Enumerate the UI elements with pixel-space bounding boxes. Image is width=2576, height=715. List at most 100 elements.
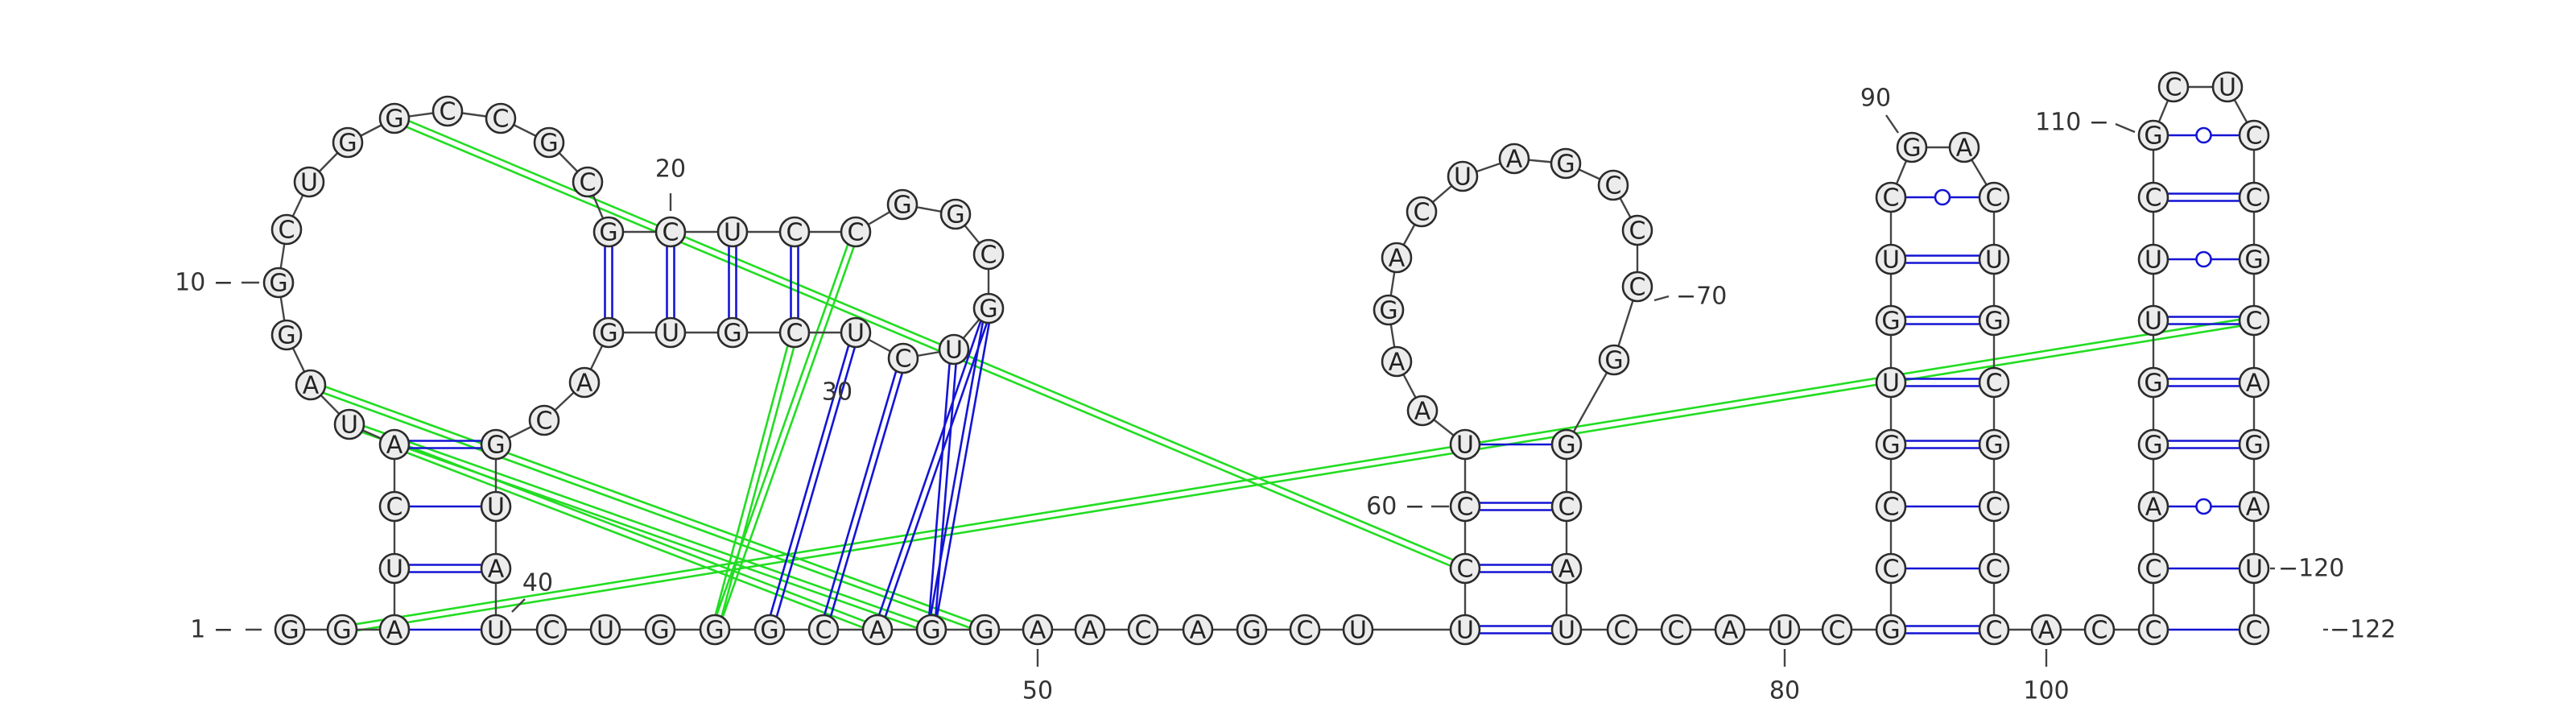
nucleotide-letter: C	[1629, 217, 1646, 246]
nucleotide: A	[480, 552, 512, 585]
nucleotide-circle	[528, 404, 560, 436]
nucleotide-letter: A	[1389, 245, 1406, 273]
nucleotide-circle	[2238, 552, 2270, 585]
long-range-pair	[884, 322, 989, 618]
nucleotide: G	[1875, 304, 1907, 337]
nucleotide: U	[1449, 428, 1481, 461]
nucleotide: G	[1550, 147, 1582, 180]
nucleotide-circle	[716, 316, 749, 349]
nucleotide-letter: U	[1456, 617, 1474, 645]
nucleotide-letter: C	[1883, 556, 1900, 584]
nucleotide: G	[886, 188, 919, 221]
nucleotide-letter: A	[386, 432, 403, 460]
nucleotide: C	[778, 216, 811, 248]
nucleotide-circle	[2238, 428, 2270, 461]
nucleotide-circle	[778, 216, 811, 248]
nucleotide: C	[887, 342, 919, 374]
long-range-pair	[829, 373, 904, 618]
nucleotide-letter: U	[724, 219, 741, 247]
nucleotide-letter: G	[280, 617, 299, 645]
nucleotide-circle	[2137, 366, 2169, 399]
nucleotide: U	[293, 166, 325, 198]
nucleotide-circle	[535, 614, 568, 646]
nucleotide-letter: C	[786, 219, 803, 247]
wobble-pair-marker	[2195, 498, 2212, 515]
nucleotide-circle	[480, 552, 512, 585]
nucleotide-circle	[1978, 552, 2010, 585]
nucleotide-letter: G	[705, 617, 724, 645]
nucleotide: G	[699, 614, 731, 646]
nucleotide-letter: C	[440, 98, 456, 126]
nucleotide: C	[485, 102, 517, 134]
nucleotide: G	[2137, 119, 2169, 151]
nucleotide: C	[535, 614, 568, 646]
nucleotide-circle	[1449, 490, 1481, 523]
nucleotide-circle	[1381, 242, 1413, 274]
position-label-90: 90	[1860, 85, 1891, 113]
nucleotide-circle	[1550, 490, 1583, 523]
nucleotide: G	[332, 126, 364, 159]
nucleotide: A	[2030, 614, 2062, 646]
nucleotide-circle	[1406, 196, 1438, 228]
nucleotide-circle	[1236, 614, 1268, 646]
nucleotide-circle	[1875, 490, 1907, 523]
nucleotide-circle	[480, 614, 512, 646]
nucleotide: G	[716, 316, 749, 349]
nucleotide-letter: G	[946, 201, 964, 229]
nucleotide: G	[915, 614, 947, 646]
nucleotide-circle	[1660, 614, 1692, 646]
nucleotide-letter: U	[597, 617, 614, 645]
nucleotide-letter: A	[2246, 370, 2263, 398]
pseudoknot-pair	[406, 451, 864, 629]
nucleotide-letter: G	[277, 322, 295, 350]
nucleotide-circle	[480, 490, 512, 523]
nucleotide: C	[1660, 614, 1692, 646]
nucleotide-letter: A	[1414, 398, 1431, 426]
nucleotide: G	[972, 292, 1005, 324]
nucleotide-letter: G	[539, 130, 558, 158]
nucleotide-circle	[270, 213, 303, 246]
nucleotide-letter: C	[815, 617, 832, 645]
nucleotide: U	[1978, 243, 2010, 275]
position-label-20: 20	[655, 155, 686, 184]
nucleotide-letter: C	[2091, 617, 2108, 645]
nucleotide-letter: G	[1902, 134, 1921, 163]
nucleotide-circle	[939, 198, 972, 230]
position-label-60: 60 −	[1366, 493, 1425, 521]
nucleotide-circle	[589, 614, 621, 646]
nucleotide-letter: A	[576, 370, 593, 398]
nucleotide: A	[1550, 552, 1583, 585]
nucleotide-letter: G	[2144, 370, 2162, 398]
nucleotide-letter: A	[1190, 617, 1207, 645]
nucleotide-letter: A	[1558, 556, 1575, 584]
nucleotide-circle	[1621, 214, 1653, 246]
nucleotide: C	[1550, 490, 1583, 523]
nucleotide-circle	[1978, 366, 2010, 399]
nucleotide: A	[2238, 366, 2270, 399]
nucleotide: C	[1978, 552, 2010, 585]
nucleotide-letter: C	[580, 169, 597, 197]
nucleotide-circle	[1449, 428, 1481, 461]
nucleotide-circle	[332, 126, 364, 159]
nucleotide-letter: A	[488, 556, 505, 584]
nucleotide-letter: U	[1456, 432, 1474, 460]
nucleotide: A	[1714, 614, 1746, 646]
nucleotide-letter: G	[599, 219, 617, 247]
nucleotide-letter: A	[303, 372, 320, 400]
nucleotide-circle	[1381, 345, 1413, 378]
nucleotide: C	[1821, 614, 1853, 646]
wobble-pair-marker	[1934, 188, 1951, 206]
nucleotide-letter: A	[2145, 494, 2162, 522]
nucleotide: A	[1182, 614, 1214, 646]
nucleotide: U	[1550, 614, 1583, 646]
position-label-50: 50	[1022, 677, 1053, 705]
nucleotide-letter: C	[1614, 617, 1631, 645]
nucleotide-letter: G	[2244, 432, 2263, 460]
nucleotide-letter: G	[1242, 617, 1261, 645]
nucleotide-circle	[2083, 614, 2116, 646]
backbone-segment	[1565, 359, 1616, 445]
nucleotide-circle	[1550, 147, 1582, 180]
nucleotide-letter: C	[1414, 199, 1430, 227]
nucleotide-circle	[1821, 614, 1853, 646]
nucleotide-circle	[1875, 428, 1907, 461]
